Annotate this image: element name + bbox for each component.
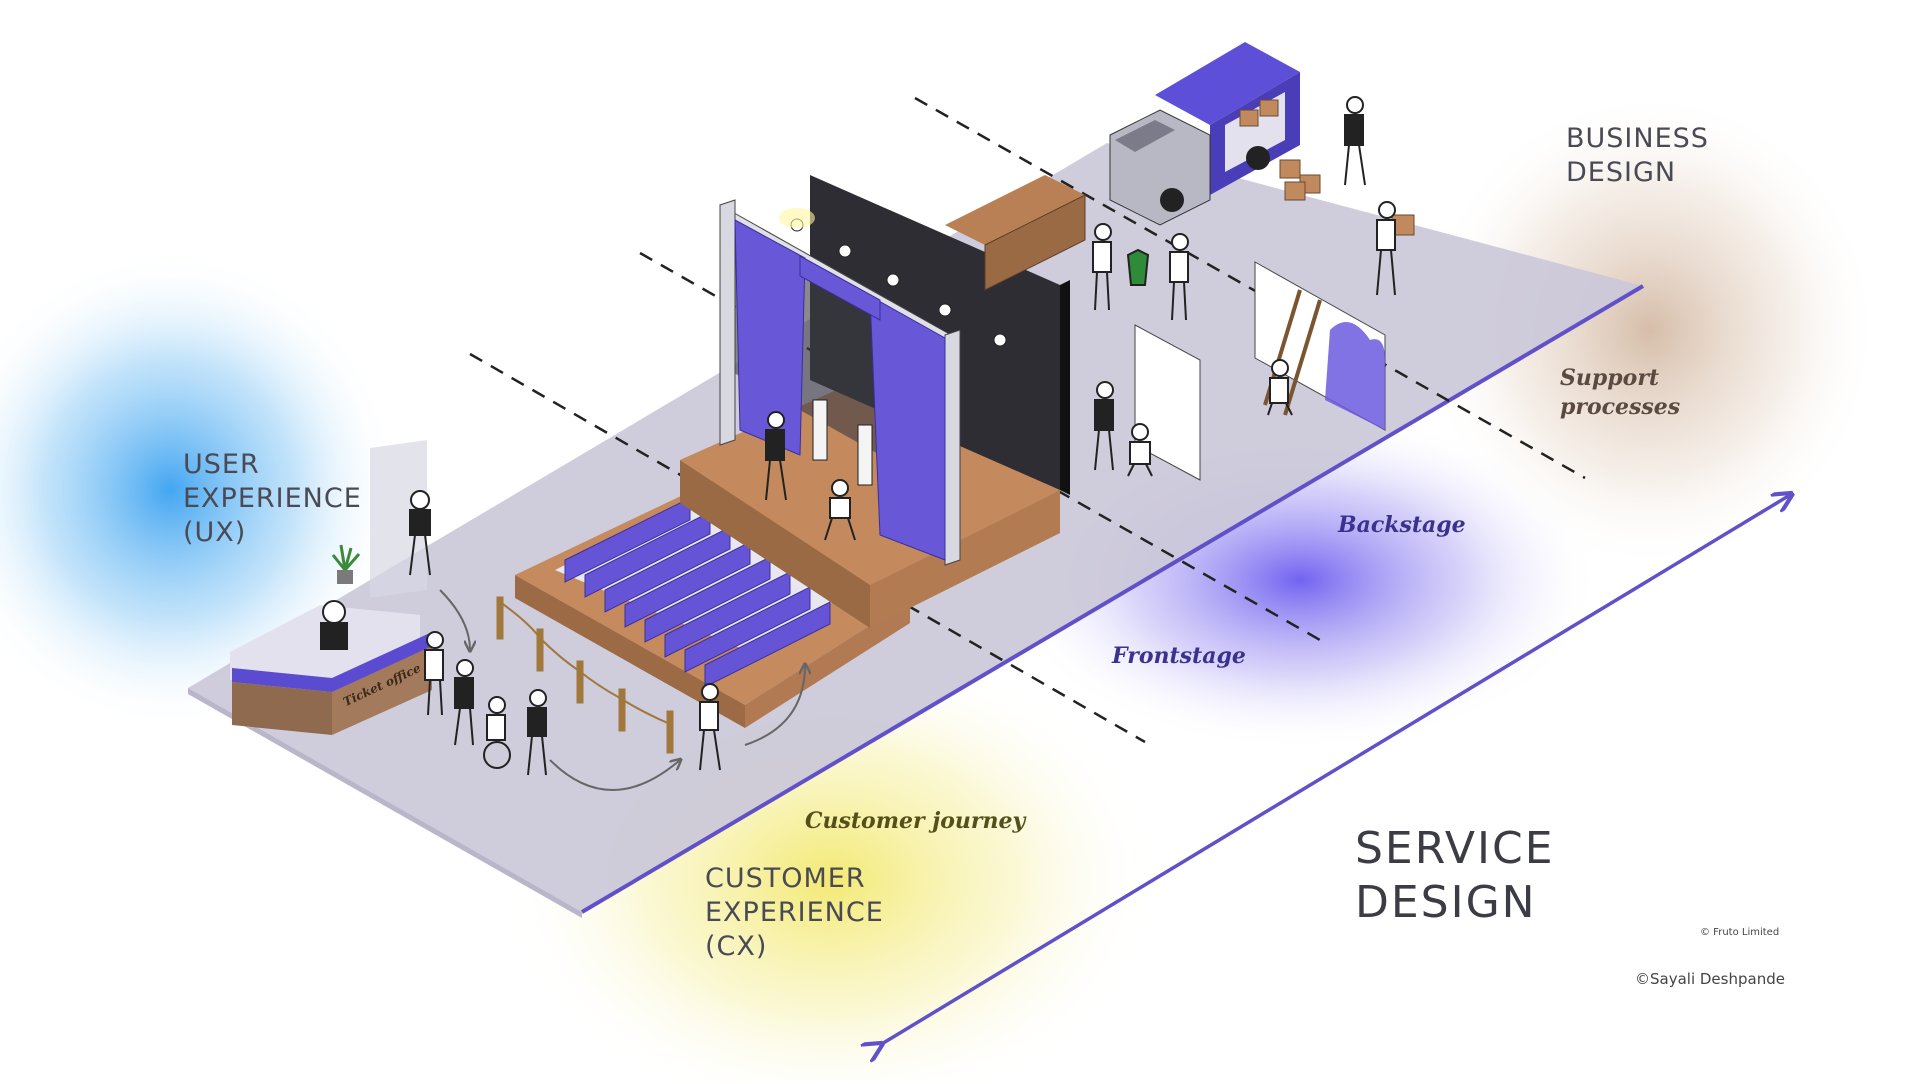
business-glow bbox=[1420, 90, 1880, 570]
fruto-credit: © Fruto Limited bbox=[1700, 927, 1780, 938]
backstage-cabinets bbox=[945, 175, 1086, 291]
people bbox=[409, 96, 1396, 776]
queue-barrier bbox=[496, 596, 674, 754]
service-design-label: SERVICE DESIGN bbox=[1355, 823, 1555, 928]
ux-glow bbox=[0, 250, 400, 730]
customer-journey-label: Customer journey bbox=[805, 808, 1026, 834]
business-design-label: BUSINESS DESIGN bbox=[1566, 123, 1709, 188]
delivery-truck bbox=[1109, 42, 1415, 236]
audience-seating bbox=[515, 475, 910, 728]
support-processes-label: Support processes bbox=[1560, 365, 1681, 420]
service-design-arrow bbox=[880, 495, 1790, 1045]
customer-experience-label: CUSTOMER EXPERIENCE (CX) bbox=[705, 863, 884, 962]
frontstage-label: Frontstage bbox=[1112, 643, 1246, 669]
backstage-flats bbox=[1134, 261, 1386, 481]
journey-arrows bbox=[439, 589, 805, 791]
author-credit: ©Sayali Deshpande bbox=[1635, 970, 1785, 988]
user-experience-label: USER EXPERIENCE (UX) bbox=[183, 449, 362, 548]
backstage-label: Backstage bbox=[1338, 512, 1466, 538]
